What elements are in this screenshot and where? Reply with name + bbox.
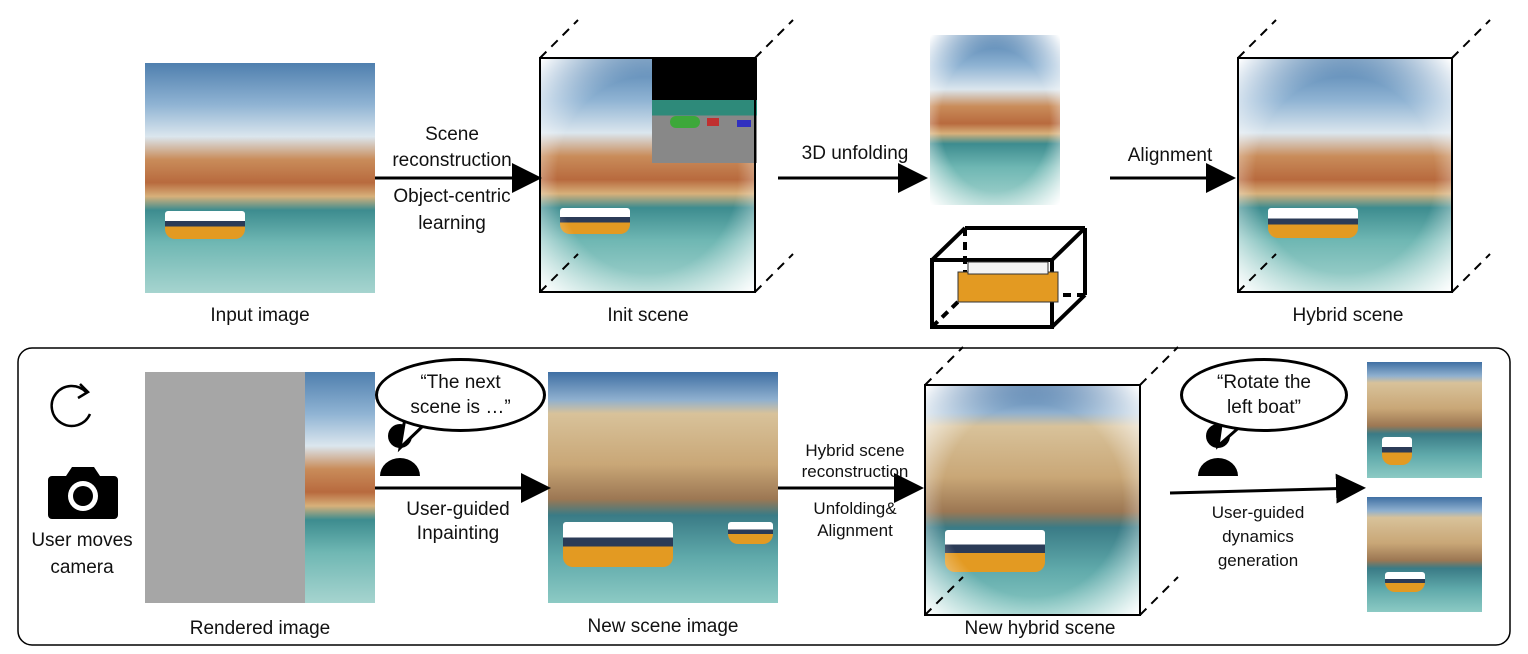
- dynamics-result-1: [1367, 362, 1482, 478]
- input-image-label: Input image: [210, 305, 310, 326]
- camera-text-3: camera: [50, 557, 114, 578]
- alignment-label: Alignment: [1127, 145, 1213, 166]
- init-scene-label: Init scene: [607, 305, 689, 326]
- camera-icon: [48, 467, 118, 519]
- input-image: [145, 63, 375, 293]
- rendered-image-visible: [305, 372, 375, 603]
- init-scene-box: [539, 19, 794, 293]
- new-hybrid-scene-box: [924, 346, 1179, 616]
- inpainting-label-2: Inpainting: [416, 523, 500, 544]
- hybrid-scene-image: [1238, 58, 1452, 292]
- segmentation-map: [652, 58, 757, 163]
- camera-text-1: User moves: [31, 530, 133, 551]
- speech-bubble-next-scene: “The next scene is …”: [375, 358, 546, 432]
- new-hybrid-scene-image: [925, 385, 1140, 615]
- recon-label-1: Hybrid scene: [805, 441, 905, 460]
- arrow-dynamics: [1169, 473, 1366, 504]
- object-cube: [930, 226, 1087, 329]
- step-object-label-2: learning: [418, 213, 486, 234]
- unfolding-label: 3D unfolding: [801, 143, 909, 164]
- bottom-panel: [17, 347, 1511, 646]
- unfold-align-label-2: Alignment: [817, 521, 893, 540]
- rendered-image-label: Rendered image: [189, 618, 331, 639]
- new-scene-label: New scene image: [587, 616, 739, 637]
- dynamics-label-3: generation: [1217, 551, 1299, 570]
- refresh-icon: [50, 383, 92, 428]
- rendered-image-empty: [145, 372, 305, 603]
- unfolded-background-image: [930, 35, 1060, 205]
- step-object-label-1: Object-centric: [393, 186, 511, 207]
- speech-bubble-rotate-boat: “Rotate the left boat”: [1180, 358, 1348, 432]
- dynamics-label-2: dynamics: [1222, 527, 1294, 546]
- new-scene-image: [548, 372, 778, 603]
- new-hybrid-scene-label: New hybrid scene: [964, 618, 1116, 639]
- recon-label-2: reconstruction: [801, 462, 909, 481]
- dynamics-label-1: User-guided: [1211, 503, 1305, 522]
- hybrid-scene-box: [1237, 19, 1491, 293]
- dynamics-result-2: [1367, 497, 1482, 612]
- unfold-align-label-1: Unfolding&: [813, 499, 897, 518]
- step-scene-label-2: reconstruction: [392, 150, 512, 171]
- step-scene-label-1: Scene: [425, 124, 479, 145]
- inpainting-label-1: User-guided: [406, 499, 510, 520]
- hybrid-scene-label: Hybrid scene: [1292, 305, 1404, 326]
